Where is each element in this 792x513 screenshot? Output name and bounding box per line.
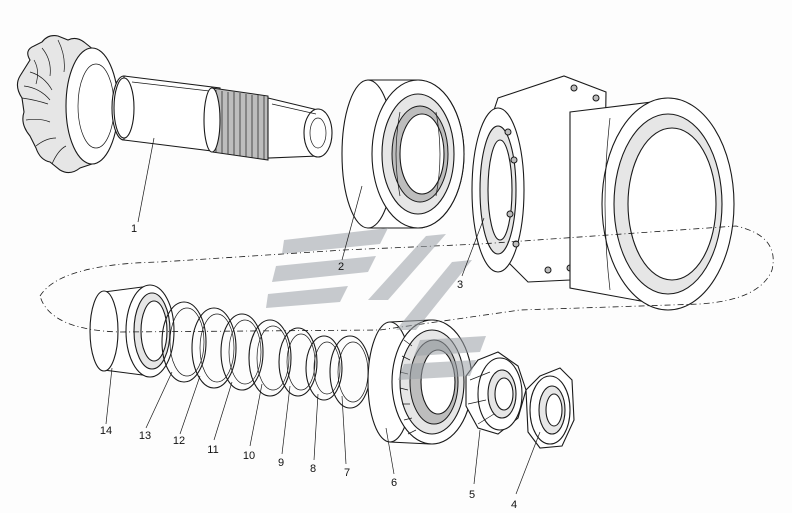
callout-11: 11 (207, 444, 218, 456)
callout-12: 12 (173, 435, 185, 447)
assembly-axis-line (39, 225, 774, 333)
callout-1: 1 (131, 223, 137, 235)
callout-9: 9 (278, 457, 284, 469)
callout-6: 6 (391, 477, 397, 489)
callout-13: 13 (139, 430, 151, 442)
part-5-nut (465, 351, 527, 435)
manufacturer-logo-watermark (266, 228, 486, 380)
callout-10: 10 (243, 450, 255, 462)
ring-13 (161, 301, 207, 383)
part-4-lock-washer (525, 367, 575, 449)
callout-14: 14 (100, 425, 112, 437)
part-1-pinion-shaft (16, 35, 333, 174)
ring-7 (329, 335, 371, 409)
ring-10 (248, 319, 292, 397)
ring-8 (305, 335, 343, 401)
ring-9 (278, 327, 318, 397)
callout-labels: 1 2 3 4 5 6 7 8 9 10 11 12 13 14 (100, 223, 517, 511)
callout-5: 5 (469, 489, 475, 501)
callout-8: 8 (310, 463, 316, 475)
part-3-housing (471, 75, 735, 311)
leader-lines (105, 137, 541, 495)
part-2-bearing-race (341, 79, 465, 229)
callout-4: 4 (511, 499, 517, 511)
ring-12 (191, 307, 237, 389)
callout-2: 2 (338, 261, 344, 273)
ring-11 (220, 313, 264, 391)
parts-13-7-spacer-rings (161, 301, 371, 409)
part-14-sleeve (89, 284, 175, 378)
callout-3: 3 (457, 279, 463, 291)
callout-7: 7 (344, 467, 350, 479)
